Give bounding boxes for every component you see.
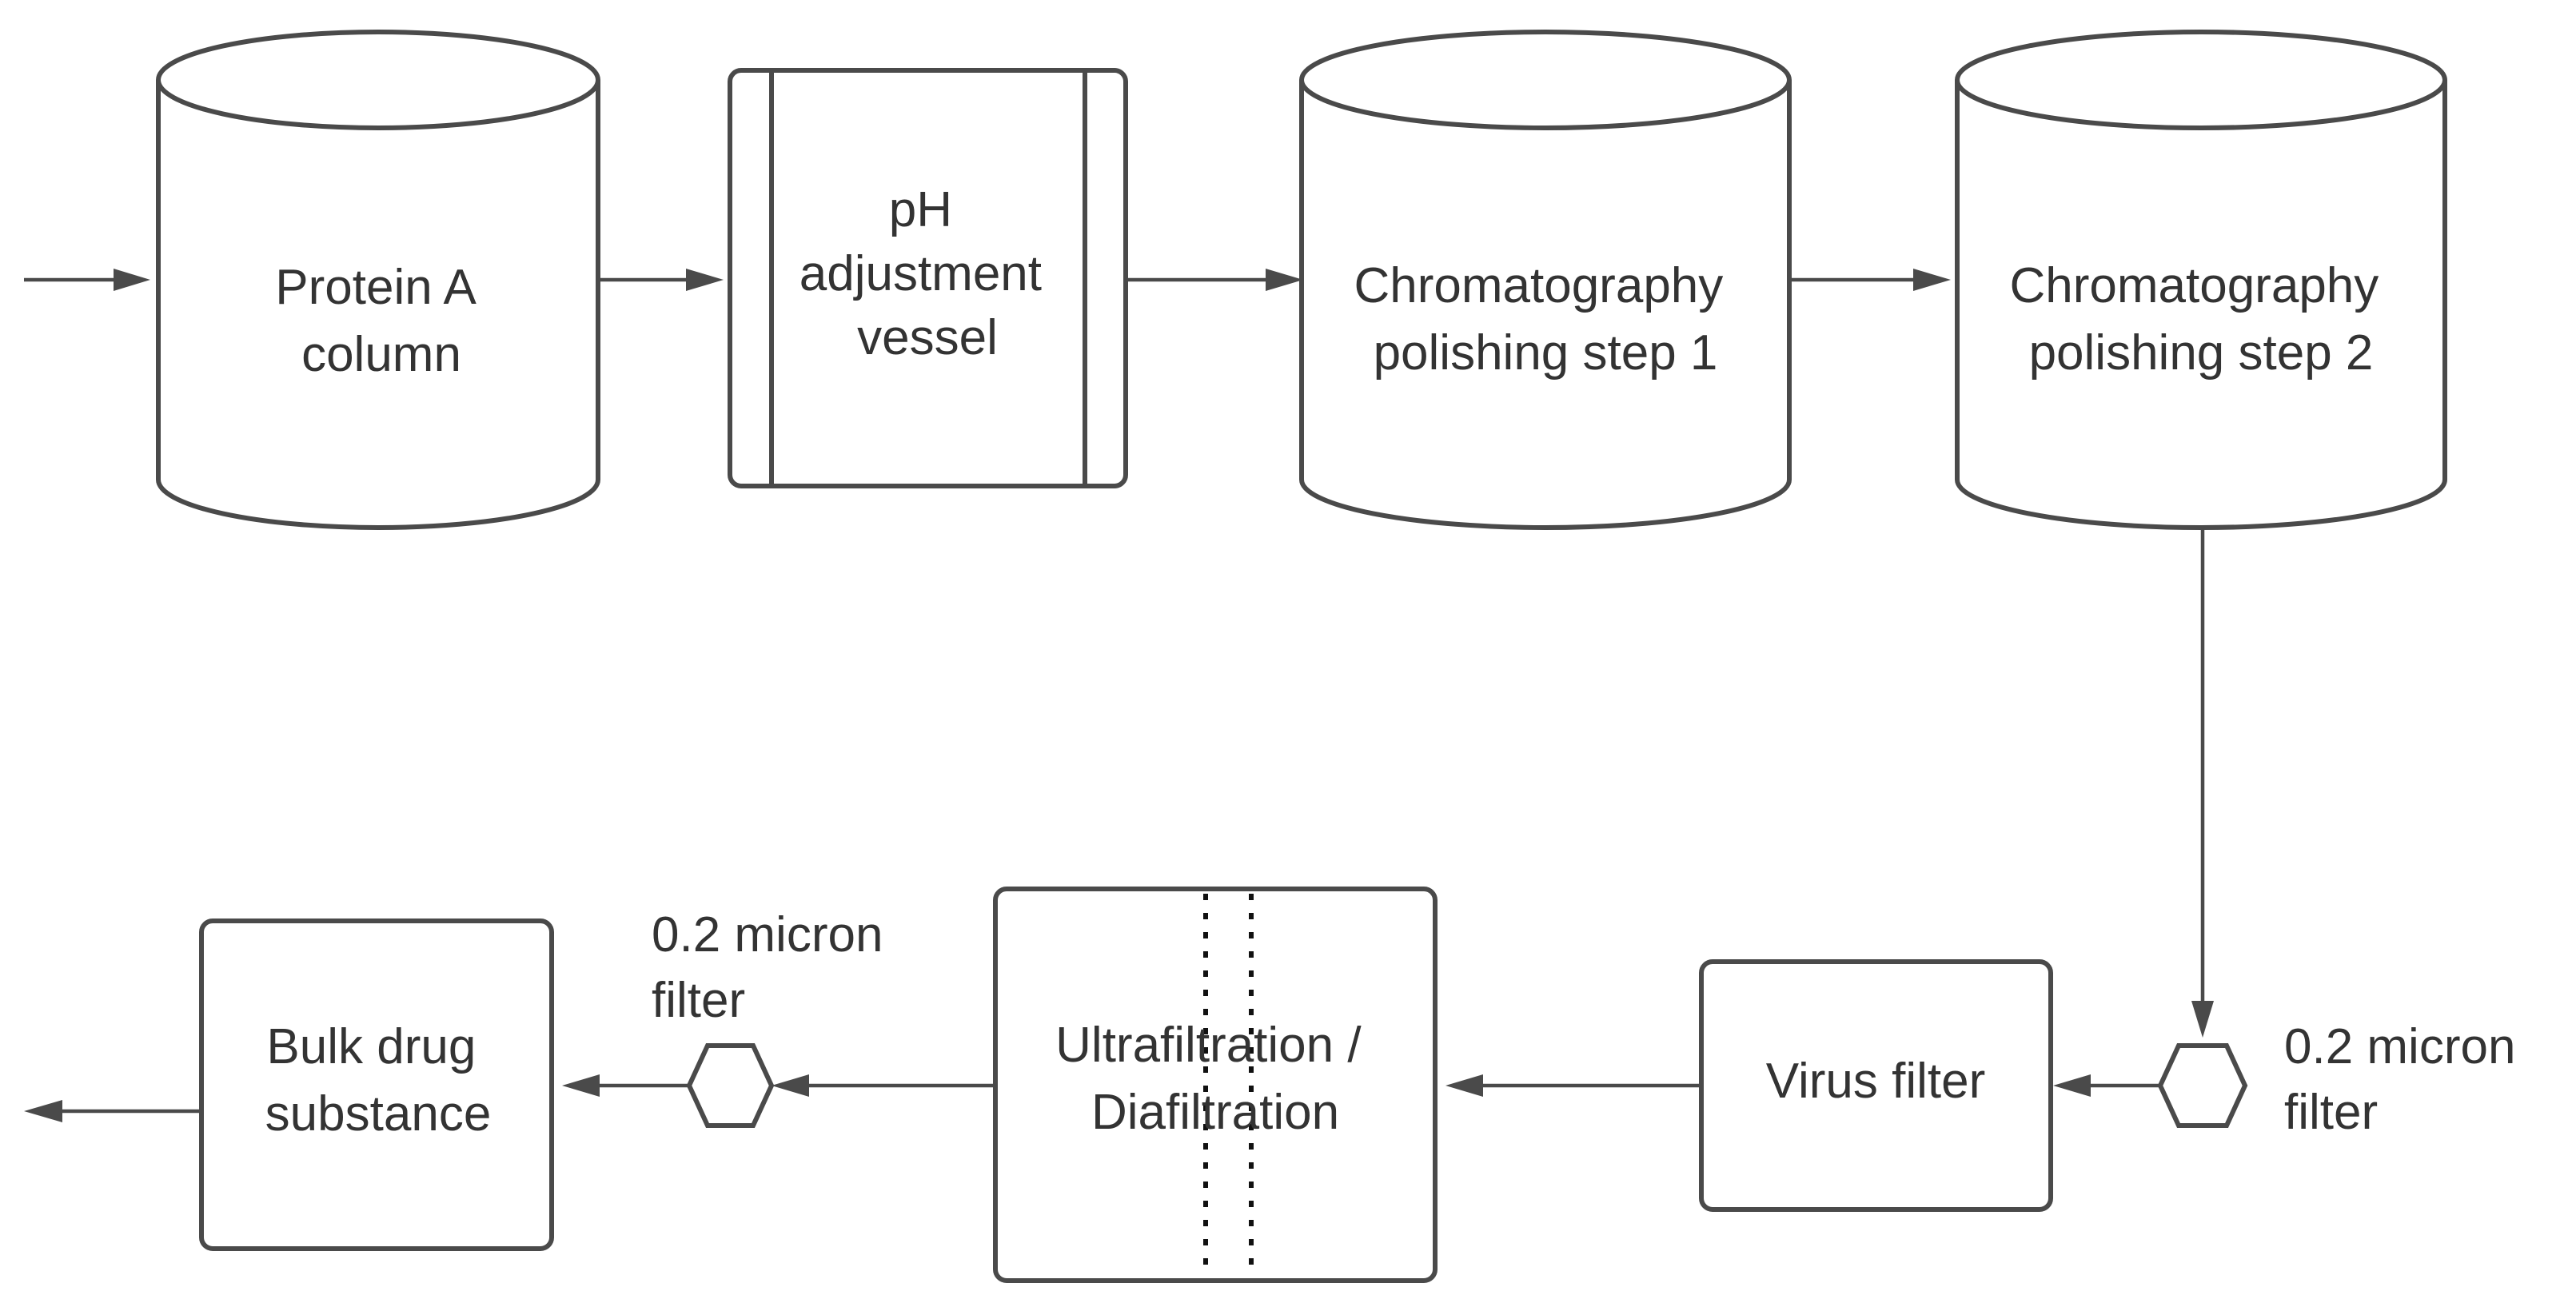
arrow-virus-filter-to-ufdf [1446, 1074, 1699, 1097]
arrow-inlet-to-protein-a [24, 269, 150, 291]
filter-right-label: 0.2 micron filter [2284, 1019, 2530, 1140]
arrow-filter-to-bulk [562, 1074, 689, 1097]
node-chromatography-step-2: Chromatography polishing step 2 [1955, 30, 2447, 530]
virus-filter-label: Virus filter [1766, 1054, 1986, 1109]
connectors [24, 269, 2214, 1122]
node-protein-a-column: Protein A column [156, 30, 600, 530]
node-chromatography-step-1: Chromatography polishing step 1 [1299, 30, 1792, 530]
bulk-label: Bulk drug substance [265, 1019, 492, 1142]
arrow-bulk-outlet [24, 1100, 201, 1122]
ufdf-label: Ultrafiltration / Diafiltration [1055, 1018, 1375, 1140]
arrow-ph-vessel-to-chrom1 [1127, 269, 1303, 291]
arrow-filter-to-virus-filter [2053, 1074, 2163, 1097]
ph-vessel-label: pH adjustment vessel [800, 182, 1056, 365]
node-filter-right: 0.2 micron filter [2157, 1019, 2530, 1140]
node-virus-filter: Virus filter [1699, 959, 2053, 1212]
node-ph-adjustment-vessel: pH adjustment vessel [728, 68, 1128, 488]
arrow-chrom1-to-chrom2 [1791, 269, 1951, 291]
arrow-ufdf-to-filter [772, 1074, 995, 1097]
arrow-protein-a-to-ph-vessel [600, 269, 724, 291]
node-filter-left: 0.2 micron filter [652, 907, 897, 1128]
chrom1-label: Chromatography polishing step 1 [1354, 258, 1737, 381]
chrom2-label: Chromatography polishing step 2 [2009, 258, 2392, 381]
protein-a-label: Protein A column [275, 260, 487, 382]
node-bulk-drug-substance: Bulk drug substance [199, 918, 554, 1251]
arrow-chrom2-to-filter [2191, 528, 2214, 1038]
filter-left-label: 0.2 micron filter [652, 907, 897, 1028]
node-ultrafiltration-diafiltration: Ultrafiltration / Diafiltration [993, 887, 1438, 1283]
